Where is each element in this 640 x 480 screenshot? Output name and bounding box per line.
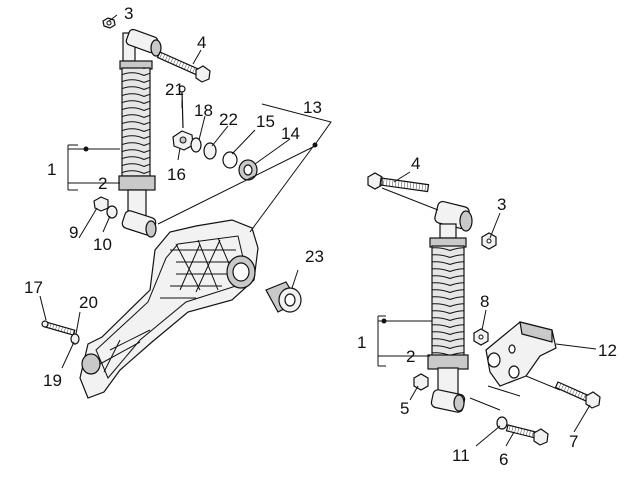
- left-washer-18: [190, 137, 202, 153]
- right-shock-spring: [431, 245, 465, 357]
- label-right-7: 7: [569, 432, 578, 451]
- label-right-3: 3: [497, 195, 506, 214]
- label-left-1: 1: [47, 160, 56, 179]
- label-right-6: 6: [499, 450, 508, 469]
- left-nut-3: [102, 17, 116, 29]
- label-left-2: 2: [98, 174, 107, 193]
- right-nut-5: [413, 373, 429, 391]
- left-shock-absorber: [118, 28, 162, 238]
- left-bolt-4: [156, 51, 211, 83]
- label-left-10: 10: [93, 235, 112, 254]
- label-right-8: 8: [480, 292, 489, 311]
- right-bolt-4: [367, 172, 430, 193]
- label-right-11: 11: [452, 446, 470, 465]
- label-right-5: 5: [400, 399, 409, 418]
- left-washer-20: [70, 333, 80, 345]
- left-bearing-14: [238, 159, 258, 181]
- label-left-16: 16: [167, 165, 186, 184]
- left-bolt-17: [41, 320, 76, 336]
- label-left-21: 21: [165, 80, 184, 99]
- label-left-22: 22: [219, 110, 238, 129]
- label-right-1: 1: [357, 333, 366, 352]
- right-shock-top-rod: [439, 223, 457, 239]
- label-left-18: 18: [194, 101, 213, 120]
- label-left-3: 3: [124, 4, 133, 23]
- label-left-14: 14: [281, 124, 300, 143]
- label-left-15: 15: [256, 112, 275, 131]
- right-bracket-12: [485, 321, 557, 387]
- right-leader-lines: [377, 171, 597, 447]
- right-nut-3: [481, 232, 497, 250]
- label-right-2: 2: [406, 347, 415, 366]
- left-pin-21: [178, 85, 186, 129]
- left-leader-lines: [39, 14, 332, 369]
- right-shock-absorber: [427, 200, 473, 413]
- label-right-4: 4: [411, 154, 420, 173]
- label-left-20: 20: [79, 293, 98, 312]
- label-left-4: 4: [197, 33, 206, 52]
- right-shock-spring-adjuster: [427, 354, 469, 370]
- label-left-17: 17: [24, 278, 43, 297]
- swing-arm: [79, 219, 259, 399]
- right-bolt-7: [554, 381, 601, 409]
- label-left-23: 23: [305, 247, 324, 266]
- label-right-12: 12: [598, 341, 617, 360]
- left-bush-23: [265, 281, 302, 313]
- label-left-9: 9: [69, 223, 78, 242]
- right-nut-8: [473, 328, 489, 346]
- left-washer-10: [106, 205, 118, 219]
- left-nut-16: [172, 130, 194, 151]
- left-shock-spring: [121, 67, 151, 177]
- right-bolt-6: [505, 424, 549, 446]
- left-shock-spring-adjuster: [118, 175, 156, 191]
- left-washer-22: [203, 142, 217, 160]
- label-left-13: 13: [303, 98, 322, 117]
- label-left-19: 19: [43, 371, 62, 390]
- left-o-ring-15: [222, 151, 238, 169]
